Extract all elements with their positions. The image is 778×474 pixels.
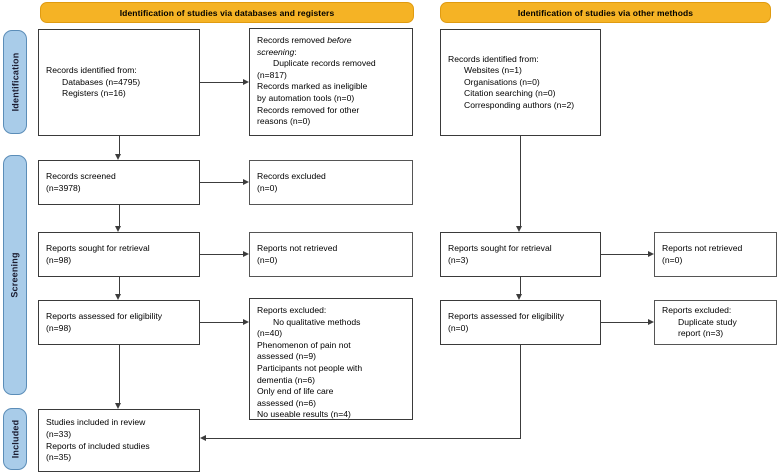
box-studies-included: Studies included in review (n=33) Report… <box>38 409 200 472</box>
stage-screening: Screening <box>3 155 27 395</box>
arrowhead-right-to-included <box>200 434 206 441</box>
box-records-screened-text: Records screened (n=3978) <box>46 170 116 193</box>
box-records-removed-before-screening-text: Records removed before screening: Duplic… <box>257 35 376 127</box>
box-reports-assessed-right: Reports assessed for eligibility (n=0) <box>440 300 601 345</box>
arrowhead-sought-to-not-retrieved-left <box>243 250 249 257</box>
box-reports-assessed-left: Reports assessed for eligibility (n=98) <box>38 300 200 345</box>
connector-sought-to-assessed-right <box>520 277 521 294</box>
connector-sought-to-assessed-left <box>119 277 120 294</box>
box-reports-sought-left-text: Reports sought for retrieval (n=98) <box>46 242 150 265</box>
connector-identified-to-screened <box>119 136 120 154</box>
box-reports-assessed-left-text: Reports assessed for eligibility (n=98) <box>46 310 163 333</box>
stage-included: Included <box>3 408 27 470</box>
connector-assessed-to-excluded-left <box>200 322 243 323</box>
box-records-identified-other: Records identified from: Websites (n=1) … <box>440 29 601 136</box>
connector-assessed-to-excluded-right <box>601 322 648 323</box>
box-reports-excluded-right: Reports excluded: Duplicate study report… <box>654 300 777 345</box>
arrowhead-sought-to-assessed-right <box>516 294 523 300</box>
box-reports-sought-right: Reports sought for retrieval (n=3) <box>440 232 601 277</box>
stage-screening-label: Screening <box>10 252 21 298</box>
stage-included-label: Included <box>10 419 21 459</box>
connector-sought-to-not-retrieved-left <box>200 254 243 255</box>
arrowhead-other-identified-to-sought <box>516 226 523 232</box>
box-records-identified-databases: Records identified from: Databases (n=47… <box>38 29 200 136</box>
box-reports-not-retrieved-right-text: Reports not retrieved (n=0) <box>662 242 743 265</box>
box-records-removed-before-screening: Records removed before screening: Duplic… <box>249 28 413 136</box>
arrowhead-sought-to-assessed-left <box>115 294 122 300</box>
box-reports-excluded-left: Reports excluded: No qualitative methods… <box>249 298 413 420</box>
connector-other-identified-to-sought <box>520 136 521 226</box>
connector-screened-to-excluded <box>200 182 243 183</box>
box-records-screened: Records screened (n=3978) <box>38 160 200 205</box>
connector-identified-to-removed <box>200 82 243 83</box>
box-studies-included-text: Studies included in review (n=33) Report… <box>46 417 150 463</box>
arrowhead-assessed-to-excluded-left <box>243 318 249 325</box>
connector-screened-to-sought <box>119 205 120 226</box>
stage-identification-label: Identification <box>10 52 20 112</box>
banner-databases-registers: Identification of studies via databases … <box>40 2 414 23</box>
box-reports-not-retrieved-right: Reports not retrieved (n=0) <box>654 232 777 277</box>
box-reports-sought-left: Reports sought for retrieval (n=98) <box>38 232 200 277</box>
arrowhead-identified-to-removed <box>243 78 249 85</box>
arrowhead-screened-to-excluded <box>243 178 249 185</box>
connector-sought-to-not-retrieved-right <box>601 254 648 255</box>
box-records-excluded: Records excluded (n=0) <box>249 160 413 205</box>
arrowhead-assessed-to-included <box>115 403 122 409</box>
box-records-identified-other-text: Records identified from: Websites (n=1) … <box>448 53 575 110</box>
box-records-identified-databases-text: Records identified from: Databases (n=47… <box>46 65 141 99</box>
arrowhead-screened-to-sought <box>115 226 122 232</box>
arrowhead-sought-to-not-retrieved-right <box>648 250 654 257</box>
banner-right-label: Identification of studies via other meth… <box>517 7 694 18</box>
connector-right-assessed-down <box>520 345 521 438</box>
box-reports-excluded-right-text: Reports excluded: Duplicate study report… <box>662 305 737 339</box>
connector-right-to-included-horizontal <box>206 438 521 439</box>
box-records-excluded-text: Records excluded (n=0) <box>257 170 326 193</box>
box-reports-not-retrieved-left-text: Reports not retrieved (n=0) <box>257 242 338 265</box>
arrowhead-assessed-to-excluded-right <box>648 318 654 325</box>
connector-assessed-to-included <box>119 345 120 403</box>
box-reports-assessed-right-text: Reports assessed for eligibility (n=0) <box>448 310 565 333</box>
banner-other-methods: Identification of studies via other meth… <box>440 2 771 23</box>
arrowhead-identified-to-screened <box>115 154 122 160</box>
stage-identification: Identification <box>3 30 27 134</box>
box-reports-sought-right-text: Reports sought for retrieval (n=3) <box>448 242 552 265</box>
box-reports-excluded-left-text: Reports excluded: No qualitative methods… <box>257 305 363 420</box>
box-reports-not-retrieved-left: Reports not retrieved (n=0) <box>249 232 413 277</box>
banner-left-label: Identification of studies via databases … <box>119 7 335 18</box>
